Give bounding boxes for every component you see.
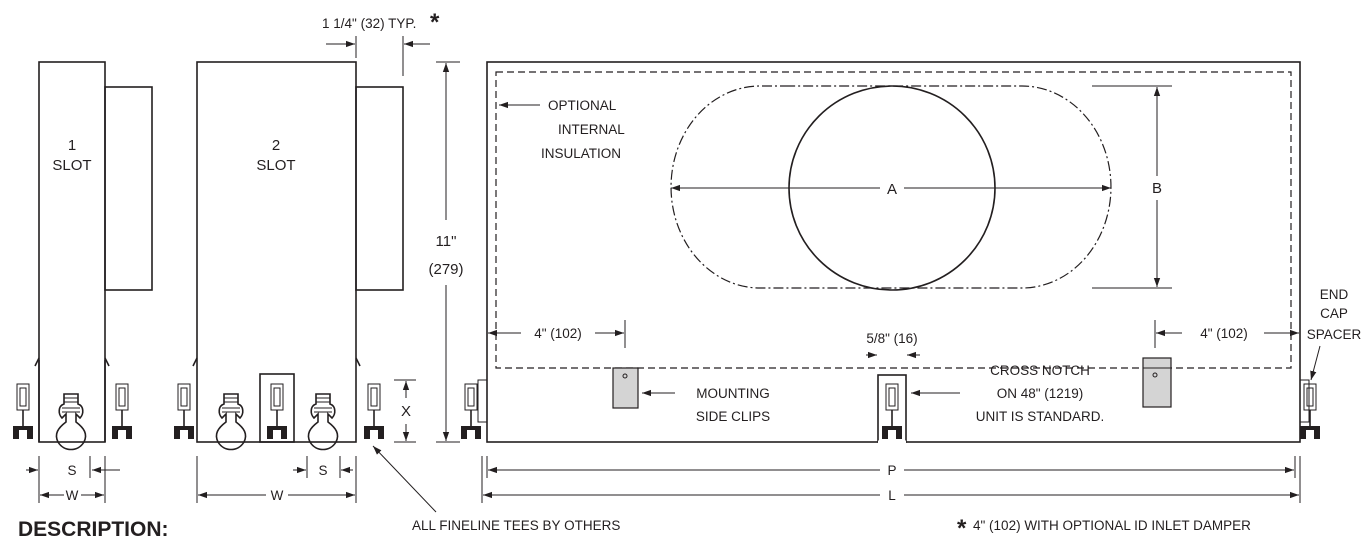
overall-dimensions: P L: [481, 456, 1301, 503]
dim-s1-label: S: [67, 463, 76, 478]
oval-inlet-outline: [670, 85, 1112, 289]
dim-w2-label: W: [271, 488, 284, 503]
insulation-outline: [495, 71, 1292, 369]
notch-note-2: ON 48" (1219): [997, 386, 1084, 401]
slot1-number: 1: [68, 137, 76, 154]
slot2-center-rail: [259, 373, 295, 443]
slot2-hanger-left: [215, 393, 247, 451]
b-dimension: B: [1092, 85, 1172, 289]
dim-w1-label: W: [66, 488, 79, 503]
insulation-text-2: INTERNAL: [558, 122, 625, 137]
slot2-center-tee: [266, 383, 288, 440]
dim-p-label: P: [887, 463, 896, 478]
slot2-number: 2: [272, 137, 280, 154]
plenum-elevation: [460, 61, 1321, 444]
x-dimension: X: [394, 379, 416, 443]
dim-b-label: B: [1152, 180, 1162, 197]
notch-dim-label: 5/8" (16): [866, 331, 917, 346]
tees-callout: ALL FINELINE TEES BY OTHERS: [372, 445, 620, 533]
typ-dimension: 1 1/4" (32) TYP. *: [322, 9, 440, 76]
typ-asterisk: *: [430, 9, 440, 36]
clips-note-1: MOUNTING: [696, 386, 770, 401]
slot1-side-view: 1 SLOT: [12, 61, 153, 451]
damper-note: 4" (102) WITH OPTIONAL ID INLET DAMPER: [973, 518, 1251, 533]
clips-callout: MOUNTING SIDE CLIPS: [642, 386, 770, 424]
plenum-center-tee: [881, 383, 903, 440]
inlet-outlines: A: [670, 85, 1112, 291]
end-cap-right: [1299, 379, 1310, 423]
notch-note-1: CROSS NOTCH: [990, 363, 1090, 378]
slot2-bottom-dimensions: S W: [196, 456, 357, 503]
slot2-inlet-collar: [355, 86, 404, 291]
slot2-side-view: 2 SLOT: [173, 61, 404, 451]
end-cap-callout: END CAP SPACER: [1307, 287, 1362, 381]
slot2-right-tee: [363, 383, 385, 440]
tees-note: ALL FINELINE TEES BY OTHERS: [412, 518, 620, 533]
mounting-clip-left: [612, 367, 639, 409]
slot1-word: SLOT: [52, 157, 91, 174]
insulation-text-1: OPTIONAL: [548, 98, 617, 113]
slot1-body: [38, 61, 106, 443]
insulation-text-3: INSULATION: [541, 146, 621, 161]
slot2-word: SLOT: [256, 157, 295, 174]
height-inches: 11": [436, 233, 457, 250]
plenum-body: [486, 61, 1301, 443]
mounting-clip-right: [1142, 357, 1172, 408]
end-cap-text-3: SPACER: [1307, 327, 1362, 342]
slot1-hanger: [55, 393, 87, 451]
slot1-right-tee: [111, 383, 133, 440]
end-cap-text-2: CAP: [1320, 306, 1348, 321]
slot2-hanger-right: [307, 393, 339, 451]
footnote-asterisk: *: [957, 515, 967, 536]
dim-x-label: X: [401, 403, 411, 420]
end-cap-text-1: END: [1320, 287, 1349, 302]
clip-offset-dimensions: 4" (102) 4" (102): [488, 320, 1299, 348]
slot2-body: [196, 61, 357, 443]
end-cap-left: [477, 379, 488, 423]
dim-l-label: L: [888, 488, 896, 503]
right-offset-label: 4" (102): [1200, 326, 1248, 341]
slot2-left-tee: [173, 383, 195, 440]
dim-s2-label: S: [318, 463, 327, 478]
notch-note-3: UNIT IS STANDARD.: [976, 409, 1105, 424]
height-dimension: 11" (279): [428, 61, 464, 443]
slot1-inlet-collar: [104, 86, 153, 291]
insulation-callout: OPTIONAL INTERNAL INSULATION: [499, 98, 625, 161]
slot1-bottom-dimensions: S W: [26, 456, 120, 503]
damper-footnote: * 4" (102) WITH OPTIONAL ID INLET DAMPER: [957, 515, 1251, 536]
plenum-right-tee: [1299, 383, 1321, 440]
left-offset-label: 4" (102): [534, 326, 582, 341]
typ-dim-label: 1 1/4" (32) TYP.: [322, 16, 416, 31]
slot1-left-tee: [12, 383, 34, 440]
clips-note-2: SIDE CLIPS: [696, 409, 770, 424]
description-heading: DESCRIPTION:: [18, 518, 169, 536]
height-mm: (279): [428, 261, 463, 278]
notch-callout: 5/8" (16) CROSS NOTCH ON 48" (1219) UNIT…: [866, 331, 1104, 424]
dim-a-label: A: [887, 181, 897, 198]
